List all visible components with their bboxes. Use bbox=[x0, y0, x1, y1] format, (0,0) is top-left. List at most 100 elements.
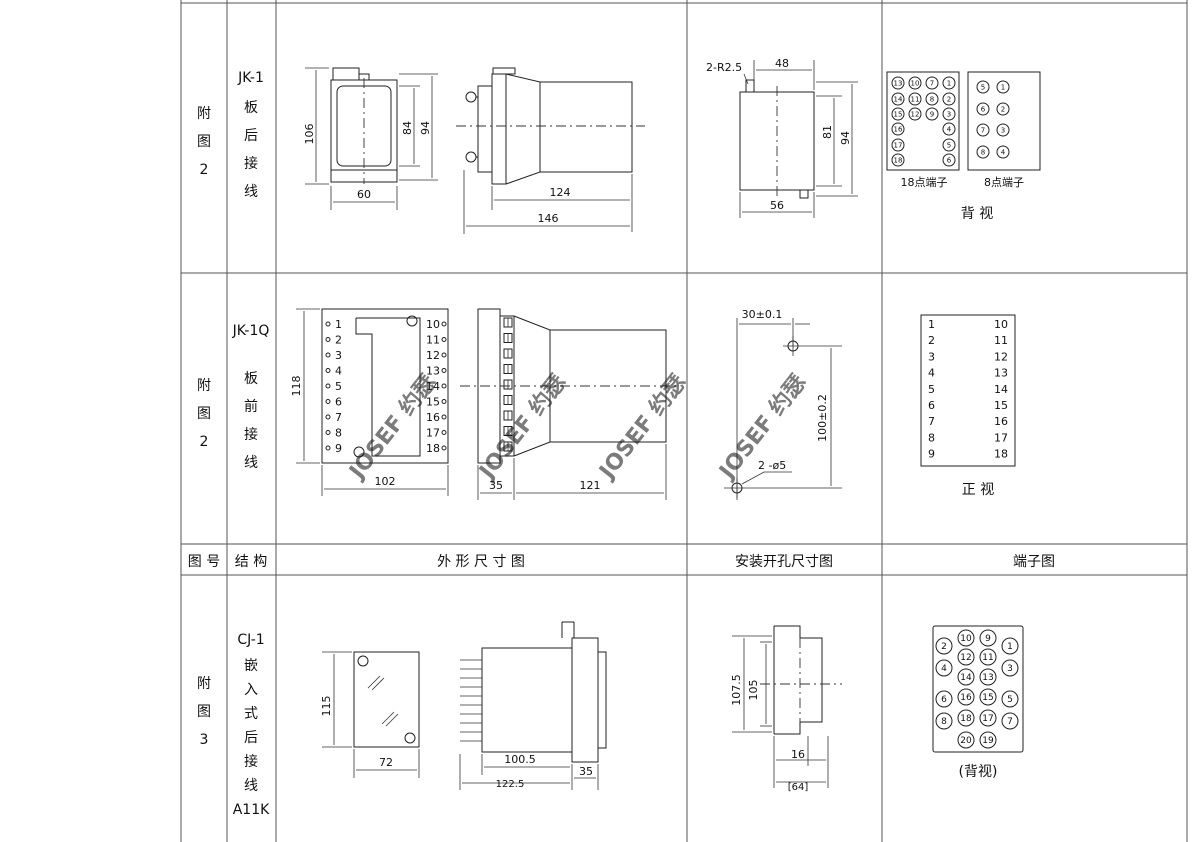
terminal-dot-icon bbox=[325, 321, 331, 327]
table-grid bbox=[180, 0, 1188, 842]
circle-terminal-icon bbox=[908, 92, 922, 106]
terminal-number: 17 bbox=[894, 142, 903, 150]
terminal-number: 2 bbox=[335, 334, 342, 347]
circle-terminal-icon bbox=[979, 629, 997, 647]
terminal-number: 3 bbox=[1007, 664, 1013, 674]
terminal-number: 4 bbox=[335, 365, 342, 378]
terminal-number: 19 bbox=[982, 736, 994, 746]
row3-labels: 附 图 3 CJ-1 嵌 入 式 后 接 线 A11K bbox=[197, 632, 270, 818]
terminal-number: 4 bbox=[1001, 149, 1006, 157]
terminal-dot-icon bbox=[441, 352, 447, 358]
circle-terminal-icon bbox=[996, 102, 1010, 116]
terminal-number: 2 bbox=[1001, 106, 1005, 114]
terminal-number: 13 bbox=[994, 367, 1008, 380]
side-terminal-pins bbox=[460, 659, 482, 742]
terminal-number: 9 bbox=[930, 111, 934, 119]
terminal-dot-icon bbox=[441, 430, 447, 435]
terminal-dot-icon bbox=[325, 352, 331, 358]
terminal-number: 13 bbox=[426, 365, 440, 378]
circle-terminal-icon bbox=[925, 76, 939, 90]
terminal-number: 1 bbox=[1007, 642, 1013, 652]
dim-label: 60 bbox=[357, 188, 371, 201]
terminal-circle: 8 bbox=[976, 145, 990, 159]
terminal-circle: 17 bbox=[979, 709, 997, 727]
circle-terminal-icon bbox=[957, 709, 975, 727]
terminal-dot-icon bbox=[441, 399, 447, 404]
terminal-circle: 3 bbox=[996, 123, 1010, 137]
terminal-circle: 10 bbox=[957, 629, 975, 647]
terminal-circle: 18 bbox=[891, 153, 905, 167]
circle-terminal-icon bbox=[925, 107, 939, 121]
terminal-number: 13 bbox=[894, 80, 903, 88]
terminal-number: 11 bbox=[994, 334, 1008, 347]
terminal-number: 18 bbox=[960, 714, 972, 724]
row1-structure-char: 线 bbox=[244, 184, 258, 200]
terminal-circle: 2 bbox=[935, 637, 953, 655]
terminal-dot-icon bbox=[441, 368, 447, 373]
terminal-number: 1 bbox=[1001, 84, 1005, 92]
terminal-caption-18: 18点端子 bbox=[901, 176, 948, 189]
circle-terminal-icon bbox=[1001, 690, 1019, 708]
terminal-circle: 14 bbox=[891, 92, 905, 106]
terminal-number: 3 bbox=[947, 111, 951, 119]
terminal-circle: 20 bbox=[957, 731, 975, 749]
terminal-caption-8: 8点端子 bbox=[984, 176, 1024, 189]
terminal-circle: 4 bbox=[935, 659, 953, 677]
terminal-circle: 10 bbox=[908, 76, 922, 90]
terminal-number: 10 bbox=[994, 318, 1008, 331]
dim-label: 2-R2.5 bbox=[706, 61, 742, 74]
circle-terminal-icon bbox=[996, 145, 1010, 159]
row3-outline-drawing: 115 72 100.5 122.5 35 bbox=[320, 621, 607, 790]
terminal-number: 12 bbox=[960, 653, 971, 663]
terminal-number: 2 bbox=[947, 96, 951, 104]
terminal-number: 8 bbox=[335, 427, 342, 440]
terminal-number: 14 bbox=[960, 673, 972, 683]
terminal-number: 10 bbox=[960, 634, 972, 644]
terminal-circle: 15 bbox=[891, 107, 905, 121]
circle-terminal-icon bbox=[942, 153, 956, 167]
circle-terminal-icon bbox=[935, 637, 953, 655]
row3-mount-drawing: 107.5 105 16 [64] bbox=[730, 625, 842, 793]
dim-label: 2 -ø5 bbox=[758, 459, 786, 472]
circle-terminal-icon bbox=[1001, 659, 1019, 677]
terminal-circle: 6 bbox=[935, 690, 953, 708]
terminal-number: 8 bbox=[941, 717, 947, 727]
terminal-number: 17 bbox=[994, 431, 1008, 444]
circle-terminal-icon bbox=[979, 668, 997, 686]
circle-terminal-icon bbox=[976, 123, 990, 137]
terminal-number: 14 bbox=[994, 383, 1008, 396]
row3-structure-char: 嵌 bbox=[244, 658, 258, 674]
terminal-dot-icon bbox=[441, 337, 447, 342]
row3-structure-model-suffix: A11K bbox=[233, 802, 270, 818]
terminal-circle: 16 bbox=[891, 122, 905, 136]
circle-terminal-icon bbox=[942, 138, 956, 152]
dim-label: 48 bbox=[775, 57, 789, 70]
terminal-dot-icon bbox=[325, 337, 331, 342]
header-figure-no: 图 号 bbox=[188, 554, 220, 570]
terminal-number: 14 bbox=[426, 380, 440, 393]
terminal-number: 7 bbox=[981, 127, 985, 135]
row1-figure-char: 附 bbox=[197, 106, 211, 122]
row3-structure-model: CJ-1 bbox=[237, 632, 264, 648]
terminal-number: 11 bbox=[426, 334, 440, 347]
circle-terminal-icon bbox=[957, 629, 975, 647]
dim-label: 30±0.1 bbox=[742, 308, 783, 321]
terminal-dot-icon bbox=[441, 383, 447, 389]
side-terminal-pins bbox=[503, 317, 513, 452]
terminal-number: 4 bbox=[928, 367, 935, 380]
terminal-number: 2 bbox=[941, 642, 947, 652]
terminal-circle: 5 bbox=[942, 138, 956, 152]
terminal-number: 8 bbox=[928, 431, 935, 444]
terminal-circle: 9 bbox=[925, 107, 939, 121]
terminal-circle: 17 bbox=[891, 138, 905, 152]
dim-label: [64] bbox=[788, 782, 809, 793]
header-terminal: 端子图 bbox=[1013, 554, 1055, 570]
circle-terminal-icon bbox=[891, 107, 905, 121]
terminal-circle: 12 bbox=[908, 107, 922, 121]
circle-terminal-icon bbox=[925, 92, 939, 106]
terminal-number: 16 bbox=[894, 126, 903, 134]
circle-terminal-icon bbox=[996, 123, 1010, 137]
